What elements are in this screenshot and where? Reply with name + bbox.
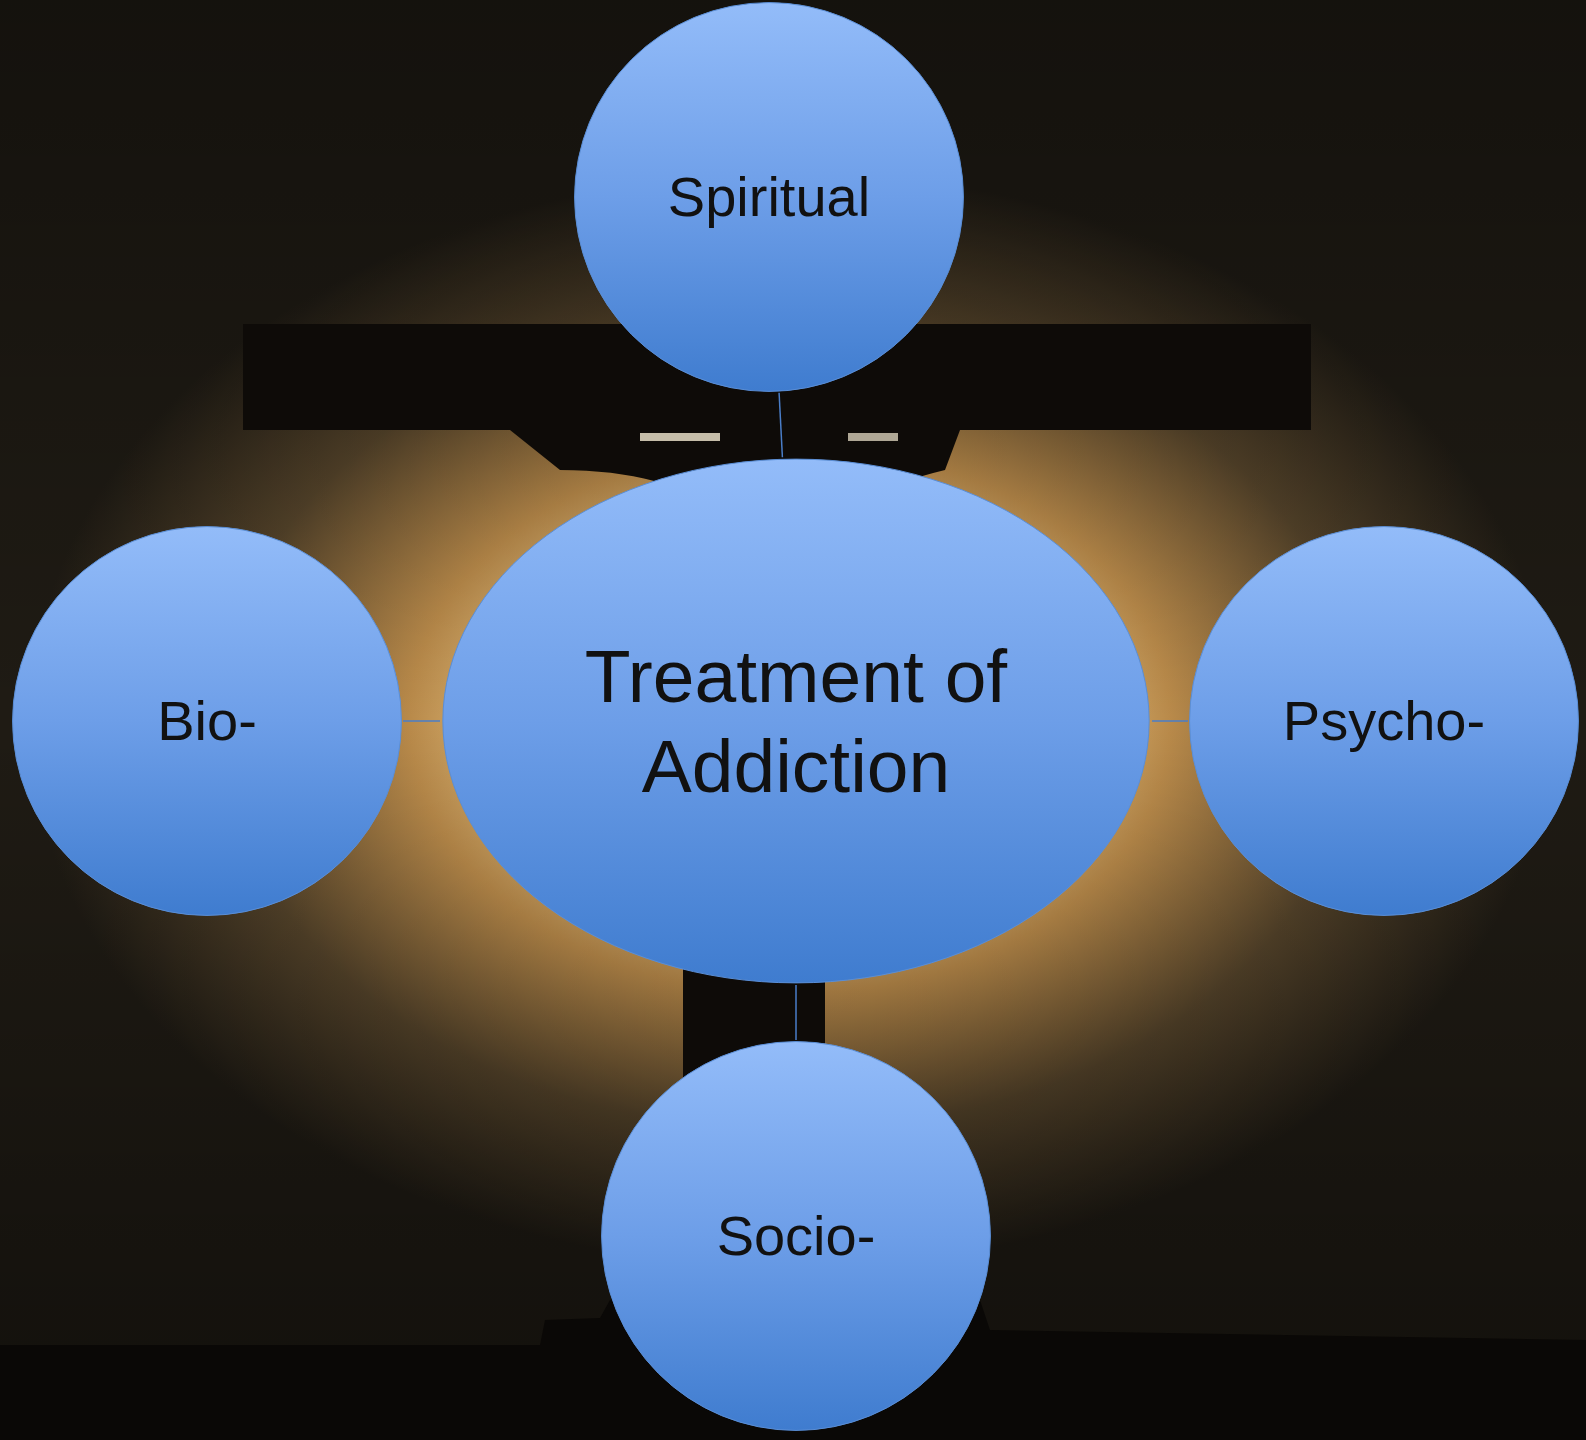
node-label: Bio- [157, 687, 257, 754]
node-shape [440, 457, 1152, 985]
node-label: Socio- [717, 1202, 876, 1269]
center-ellipse: Treatment of Addiction [440, 457, 1152, 985]
node-label: Treatment of Addiction [536, 631, 1056, 811]
connector-line [403, 720, 440, 722]
text-group: Bio- [157, 687, 257, 754]
socio-circle: Socio- [600, 1040, 992, 1432]
text-group: Socio- [717, 1202, 876, 1269]
text-group: Psycho- [1283, 687, 1485, 754]
node-label: Psycho- [1283, 687, 1485, 754]
text-group: Spiritual [668, 163, 870, 230]
bio-circle: Bio- [11, 525, 403, 917]
connector-line [779, 393, 782, 457]
text-group: Treatment of Addiction [536, 631, 1056, 811]
node-label: Spiritual [668, 163, 870, 230]
psycho-circle: Psycho- [1188, 525, 1580, 917]
connector-line [795, 985, 797, 1040]
spiritual-circle: Spiritual [573, 1, 965, 393]
connector-line [1152, 720, 1188, 722]
